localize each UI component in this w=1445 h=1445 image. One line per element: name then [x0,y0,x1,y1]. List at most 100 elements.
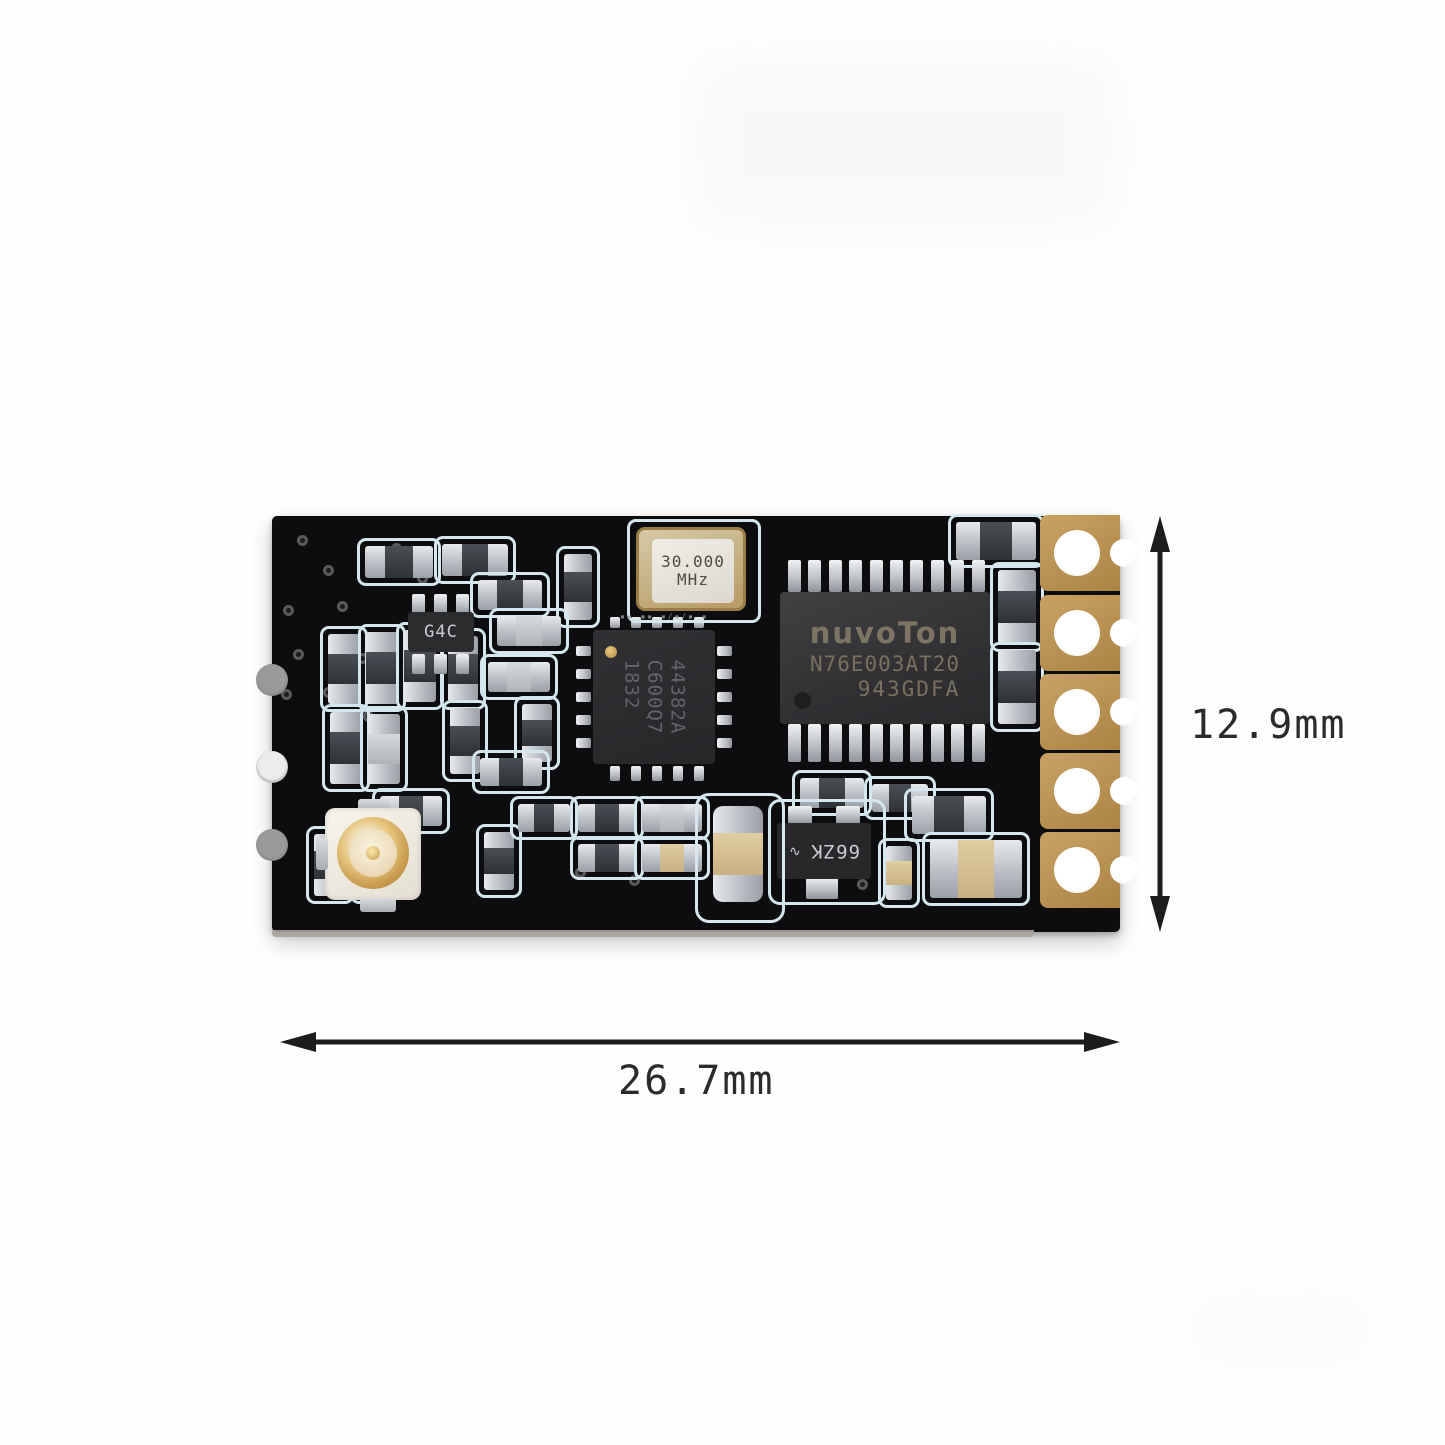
rf-pin [576,646,591,656]
tiny-silkscreen-marks: ▪▪ ▪▪ ▪/▪/▪ ▪ [620,612,709,621]
regulator-pin [788,806,812,824]
mcu-pin [930,724,944,762]
transistor-pin [456,654,469,674]
smd-component [998,570,1036,644]
mcu-lot-code: 943GDFA [857,676,961,701]
rf-pin [576,738,591,748]
crystal-silkscreen [627,519,761,623]
smd-silkscreen [434,536,516,584]
smd-component [488,662,550,692]
smd-component [365,546,433,578]
mcu-pin [971,560,985,592]
mcu-pin [788,560,801,592]
smd-component [930,840,1022,898]
header-hole [1054,689,1100,735]
rf-pin [610,766,620,781]
mcu-pin [890,724,903,762]
mcu-pin [910,560,924,592]
height-dimension-arrow [1150,516,1170,932]
melf-cap-silkscreen [695,793,785,923]
header-hole [1054,610,1100,656]
regulator-66zk: 66ZK ∿ [777,823,871,879]
transistor-pin [434,654,447,674]
smd-component [480,758,542,786]
smd-component [522,704,552,762]
mcu-pin [828,560,842,592]
smd-silkscreen [357,538,441,586]
header-edge-castellation [1110,698,1138,726]
rf-pin [717,715,732,725]
smd-component [564,554,592,620]
regulator-silkscreen [768,799,886,905]
melf-capacitor [713,806,763,902]
height-dimension-label: 12.9mm [1190,702,1347,748]
mcu-marking: nuvoTon N76E003AT20 943GDFA [780,592,990,724]
rf-pin [717,646,732,656]
smd-component [578,844,636,872]
mcu-pin [849,560,863,592]
smd-silkscreen [792,770,872,816]
crystal-frequency: 30.000 [661,552,725,571]
mcu-pin [910,724,924,762]
mcu-pin [890,560,903,592]
pcb-module-board: 30.000 MHz ▪▪ ▪▪ ▪/▪/▪ ▪ 44382A C600Q7 1… [256,514,1138,937]
mcu-part-number: N76E003AT20 [809,651,961,676]
smd-silkscreen [489,608,569,654]
rf-pin [610,617,620,628]
transistor-pin [412,594,425,614]
rf-pin [717,738,732,748]
rf-pin [576,669,591,679]
via [629,875,640,886]
via [293,649,304,660]
header-edge-castellation [1110,539,1138,567]
mcu-pin [788,724,801,762]
rf-pin [717,669,732,679]
crystal-unit: MHz [677,570,709,589]
left-edge-castellation [256,664,288,696]
ufl-center-pin [366,846,380,860]
ufl-antenna-connector [325,808,421,900]
smd-component [886,846,912,900]
smd-silkscreen [878,838,920,908]
ufl-tab-left [316,838,328,870]
mcu-pin [808,724,822,762]
via [283,605,294,616]
mcu-pin [869,724,883,762]
mcu-pin [951,560,965,592]
smd-component [998,650,1036,724]
header-edge-castellation [1110,619,1138,647]
header-pads-layer [256,515,1138,932]
smd-silkscreen [556,546,600,628]
mcu-pin [808,560,822,592]
via [337,601,348,612]
mcu-pin [951,724,965,762]
mcu-pin [971,724,985,762]
width-dimension-arrow [280,1032,1120,1052]
transistor-g4c: G4C [408,612,474,652]
rf-pin [652,766,662,781]
width-dimension-label: 26.7mm [618,1058,775,1104]
smd-component [956,522,1036,560]
smd-component [366,632,398,704]
header-edge-castellation [1110,777,1138,805]
mcu-pin [869,560,883,592]
mcu-pin1-dot [794,692,811,709]
left-edge-castellation [256,829,288,861]
mcu-brand-text: nuvoTon [809,615,961,650]
smd-silkscreen [634,836,710,880]
header-hole [1054,768,1100,814]
mcu-pin [849,724,863,762]
smd-component [912,796,986,834]
transistor-pin [412,654,425,674]
rf-pin [717,692,732,702]
transistor-marking: G4C [424,622,458,642]
smd-component [497,616,561,646]
left-edge-castellation [256,751,288,783]
rf-pin [576,715,591,725]
smd-component [328,634,360,704]
pin1-dot [605,646,617,658]
smd-silkscreen [476,824,522,898]
ufl-tab-bottom [360,898,396,912]
